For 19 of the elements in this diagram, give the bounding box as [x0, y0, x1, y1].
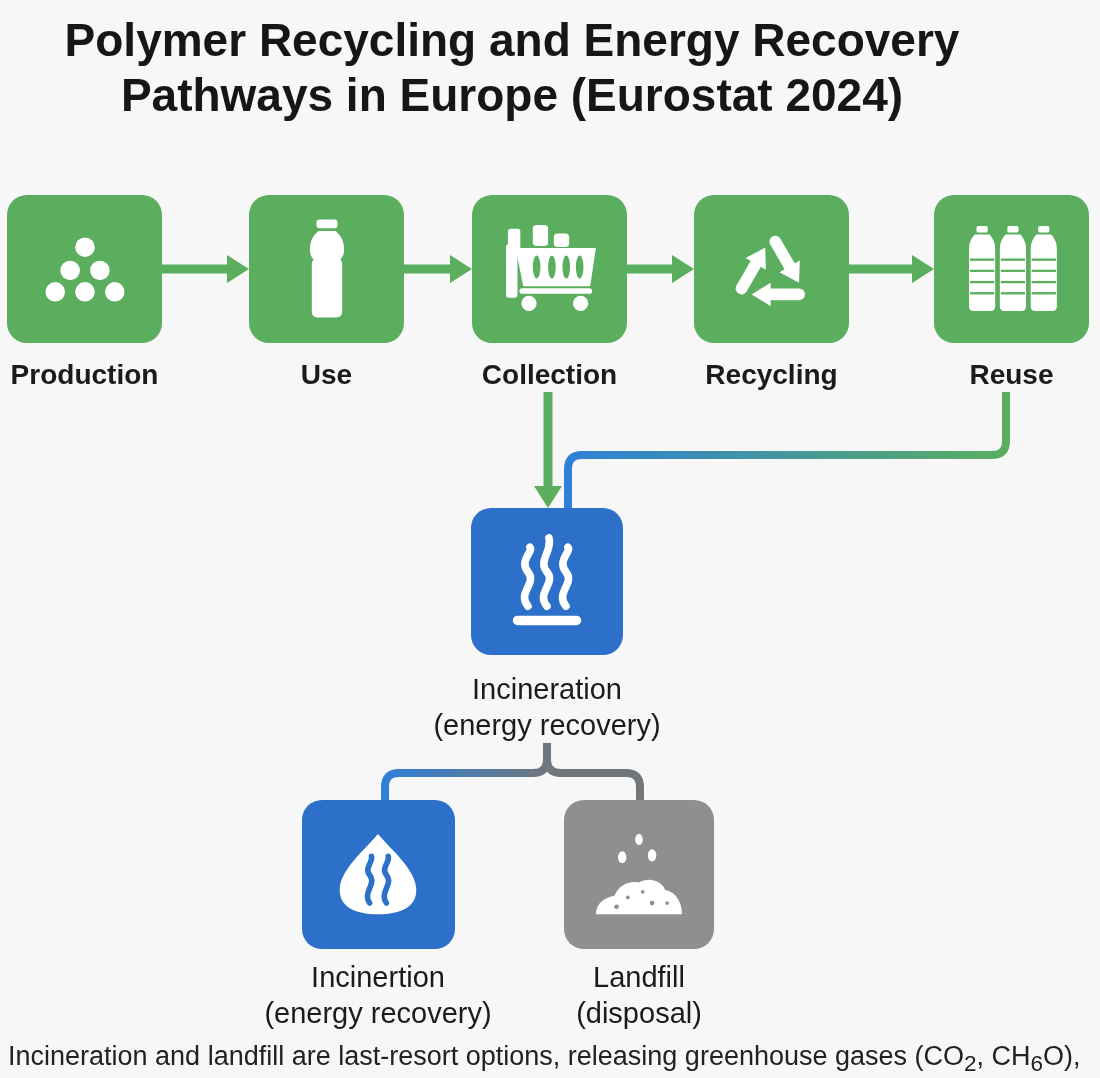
step-label: Incinertion — [311, 960, 445, 995]
step-label: Incineration — [472, 672, 622, 707]
arrow — [534, 392, 562, 508]
arrow — [627, 255, 694, 283]
title: Polymer Recycling and Energy Recovery Pathways in Europe (Eurostat 2024) — [63, 13, 961, 123]
connector-line — [564, 392, 1010, 508]
arrow — [849, 255, 934, 283]
step-label: Use — [300, 358, 353, 392]
step-label: Collection — [481, 358, 618, 392]
step-label: (energy recovery) — [264, 996, 492, 1031]
arrow — [404, 255, 472, 283]
step-label: (energy recovery) — [433, 708, 661, 743]
arrow — [162, 255, 249, 283]
step-label: Production — [10, 358, 159, 392]
step-label: (disposal) — [576, 996, 702, 1031]
caption: Incineration and landfill are last-resort options, releasing greenhouse gases (CO$_{2}$, CH$_{6}$O), — [8, 1040, 1081, 1078]
step-label: Recycling — [705, 358, 838, 392]
step-label: Landfill — [593, 960, 685, 995]
step-label: Reuse — [969, 358, 1054, 392]
